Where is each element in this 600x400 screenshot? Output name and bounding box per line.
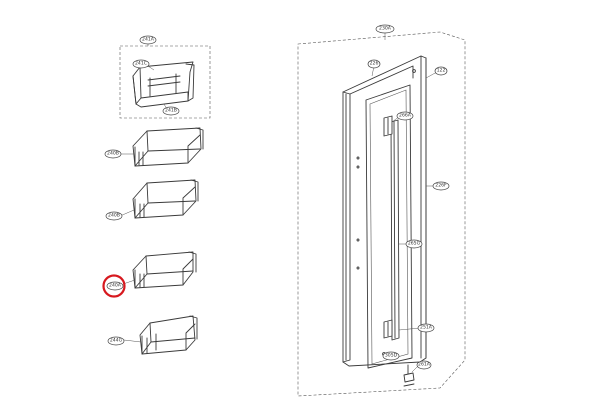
callout-265G: 265G [405,239,423,249]
door-dashed-frame [297,31,466,397]
callout-240B-upper: 240B [104,149,122,159]
bin-group-241 [119,44,211,119]
callout-241C: 241C [132,59,150,69]
callout-label-240B-upper: 240B [107,151,119,157]
callout-label-241C: 241C [135,61,147,67]
door-assembly-drawing [297,31,466,397]
callout-230A: 230A [375,24,395,34]
callout-label-241B: 241B [165,108,177,114]
callout-122: 122 [434,66,448,76]
callout-240B-middle: 240B [105,211,123,221]
bin-240A-drawing [132,251,197,289]
callout-label-122: 122 [437,68,446,74]
callout-241B: 241B [162,106,180,116]
callout-226: 226 [367,59,381,69]
bin-240B-upper-drawing [132,127,204,167]
bin-241-drawing [132,61,195,108]
callout-label-240A: 240A [109,283,122,289]
callout-251A: 251A [417,323,435,333]
callout-label-230A: 230A [379,26,392,32]
callout-240A: 240A [102,274,126,298]
bin-240B-middle-drawing [132,179,199,219]
callout-label-226F: 226F [435,183,447,189]
callout-226F: 226F [432,181,450,191]
callout-label-266A: 266A [399,113,412,119]
callout-label-305D: 305D [385,353,398,359]
bin-244G-drawing [139,315,198,355]
callout-label-241A: 241A [142,37,155,43]
callout-label-240B-middle: 240B [108,213,120,219]
callout-244G: 244G [107,336,125,346]
callout-241A: 241A [139,35,157,45]
callout-label-226: 226 [370,61,379,67]
dashed-group-frame [119,45,211,119]
door-outer-panel [342,55,427,367]
callout-305D: 305D [382,351,400,361]
callout-label-265G: 265G [408,241,421,247]
highlight-circle [102,274,126,298]
callout-label-261A: 261A [418,362,431,368]
callout-266A: 266A [396,111,414,121]
callout-261A: 261A [416,360,432,370]
callout-label-244G: 244G [110,338,123,344]
callout-label-251A: 251A [420,325,433,331]
